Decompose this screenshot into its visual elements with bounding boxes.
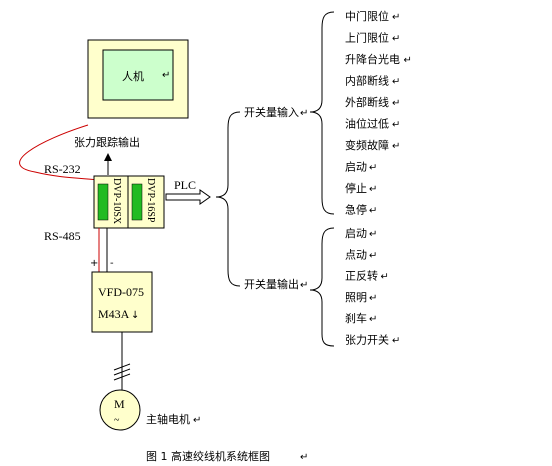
hmi-label: 人机 (122, 69, 144, 83)
motor-symbol: M (114, 397, 125, 411)
input-group-label: 开关量输入 (244, 105, 299, 119)
input-group-para: ↵ (300, 108, 308, 119)
rs485-minus: - (110, 258, 114, 269)
figure-caption: 图 1 高速绞线机系统框图 (146, 449, 270, 463)
input-item-para: ↵ (392, 120, 400, 131)
input-brace (309, 11, 335, 215)
input-item: 外部断线 (345, 95, 389, 109)
plc-module2: DVP-16SP (145, 178, 156, 223)
output-item: 刹车 (345, 311, 367, 325)
plc-unit: DVP-10SX DVP-16SP (93, 175, 165, 229)
plc-label: PLC (174, 178, 196, 192)
plc-module1: DVP-10SX (111, 178, 122, 225)
main-brace (215, 111, 241, 287)
input-list: 中门限位↵上门限位↵升降台光电↵内部断线↵外部断线↵油位过低↵变频故障↵启动↵停… (345, 9, 412, 217)
vfd-box: VFD-075 M43A ↓ (91, 271, 153, 333)
motor-tilde: ~ (114, 415, 120, 426)
vfd-line2: M43A (98, 307, 130, 321)
rs232-cable (19, 124, 101, 181)
input-item-para: ↵ (392, 34, 400, 45)
rs485-plus: + (90, 258, 98, 269)
input-item-para: ↵ (392, 12, 400, 23)
input-item-para: ↵ (404, 55, 412, 66)
input-item: 急停 (345, 203, 367, 217)
vfd-line2-suffix: ↓ (131, 310, 139, 321)
output-item: 正反转 (345, 269, 378, 283)
input-item: 油位过低 (345, 117, 389, 131)
input-item: 停止 (345, 181, 367, 195)
cable-hash-2 (113, 368, 131, 376)
hmi-para-mark: ↵ (162, 70, 170, 81)
output-list: 启动↵点动↵正反转↵照明↵刹车↵张力开关↵ (345, 227, 400, 347)
motor-label: 主轴电机 (146, 412, 190, 426)
output-item-para: ↵ (369, 314, 377, 325)
output-group-para: ↵ (300, 280, 308, 291)
output-item: 点动 (345, 248, 367, 261)
output-group-label: 开关量输出 (244, 277, 299, 291)
input-item: 上门限位 (345, 31, 389, 45)
motor-label-suffix: ↵ (193, 415, 201, 426)
output-item: 张力开关 (345, 333, 389, 347)
output-item-para: ↵ (369, 250, 377, 261)
caption-para: ↵ (300, 452, 308, 463)
input-item-para: ↵ (369, 206, 377, 217)
output-item-para: ↵ (381, 272, 389, 283)
output-item: 照明 (345, 291, 367, 304)
vfd-line1: VFD-075 (98, 285, 144, 299)
input-item: 内部断线 (345, 74, 389, 88)
input-item: 变频故障 (345, 138, 389, 152)
output-brace (309, 227, 335, 347)
plc-output-arrow (165, 189, 211, 205)
input-item-para: ↵ (392, 77, 400, 88)
output-item: 启动 (345, 227, 367, 240)
motor: M ~ (99, 389, 141, 431)
cable-hash-1 (113, 363, 131, 371)
input-item: 升降台光电 (345, 52, 400, 66)
output-item-para: ↵ (392, 336, 400, 347)
input-item: 启动 (345, 161, 367, 174)
rs485-label: RS-485 (44, 229, 81, 243)
input-item-para: ↵ (369, 163, 377, 174)
cable-hash-3 (113, 373, 131, 381)
input-item: 中门限位 (345, 9, 389, 23)
input-item-para: ↵ (392, 98, 400, 109)
output-item-para: ↵ (369, 293, 377, 304)
rs232-label: RS-232 (44, 162, 81, 176)
input-item-para: ↵ (392, 141, 400, 152)
hmi-box: 人机 ↵ (87, 39, 189, 119)
feedback-label: 张力跟踪输出 (74, 135, 140, 149)
output-item-para: ↵ (369, 229, 377, 240)
input-item-para: ↵ (369, 184, 377, 195)
